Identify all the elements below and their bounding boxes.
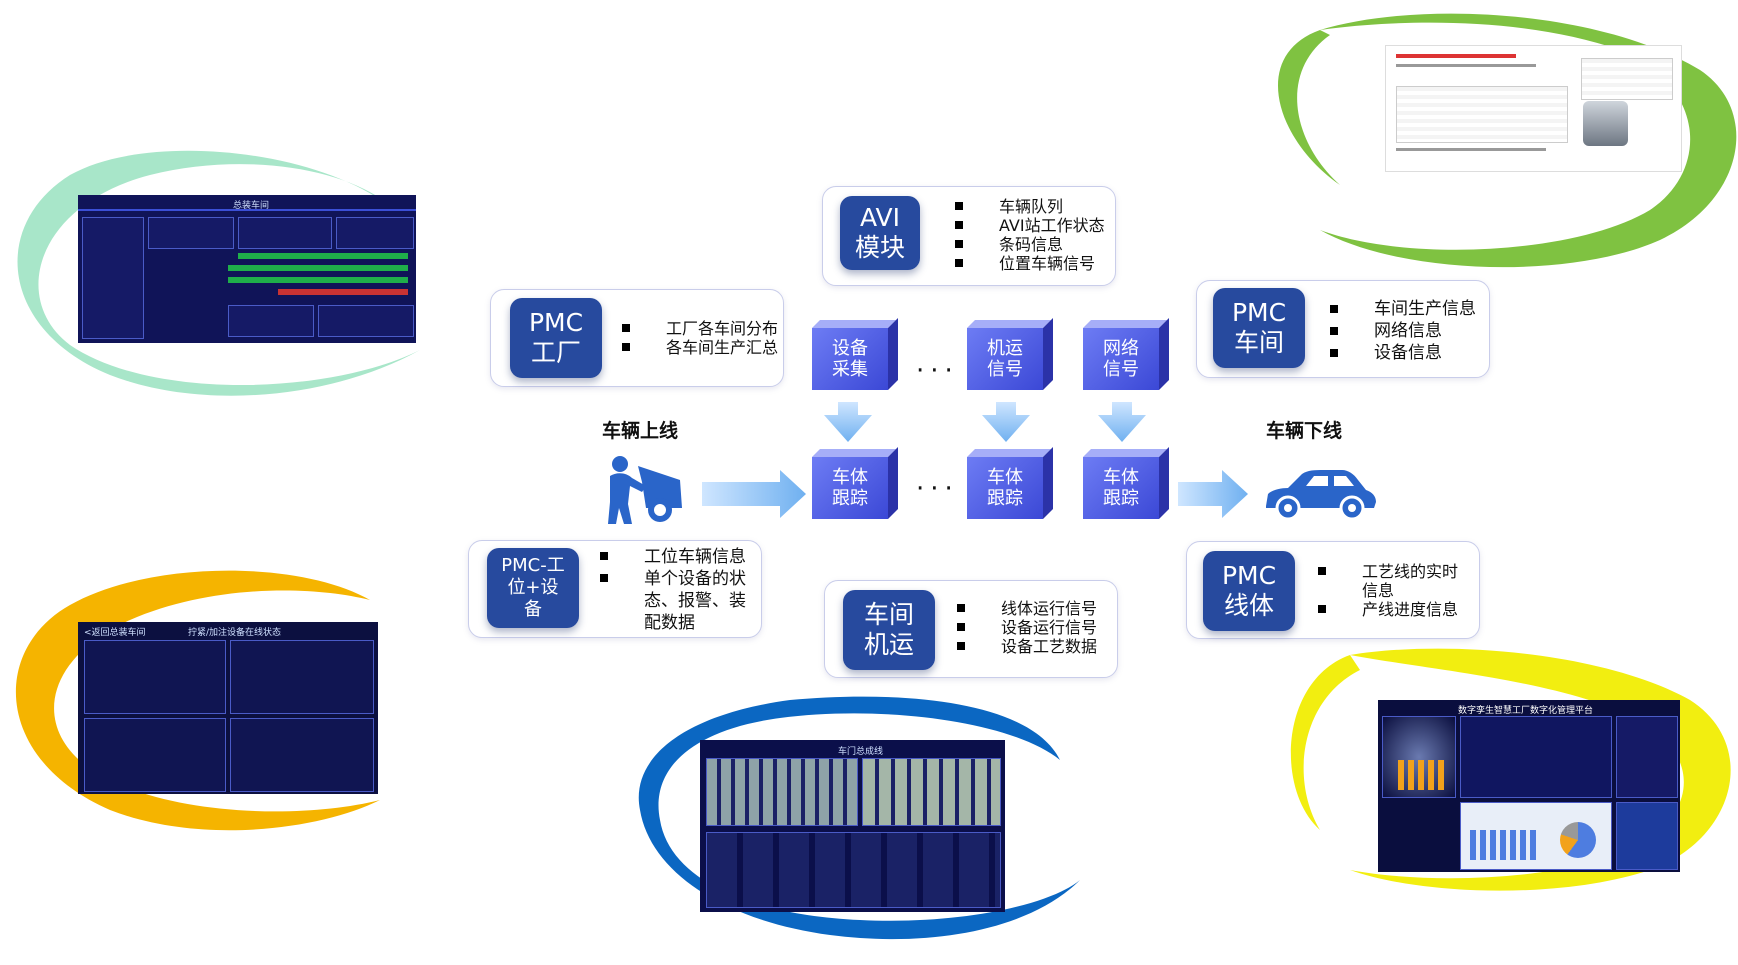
badge-pmc-line: PMC 线体 xyxy=(1203,551,1295,631)
right-arrow-in xyxy=(702,470,806,518)
mechanic-icon xyxy=(608,456,682,524)
screen-title: 总装车间 xyxy=(233,201,270,211)
list-item: 网络信息 xyxy=(1330,320,1476,342)
screen-assembly-workshop: 总装车间 xyxy=(78,195,416,343)
ellipsis-bottom: ··· xyxy=(916,474,959,504)
screen-pie xyxy=(1560,822,1596,858)
screen-door-assembly-line: 车门总成线 xyxy=(700,740,1005,912)
screen-bars xyxy=(1470,830,1540,860)
list-item: 车辆队列 xyxy=(955,197,1105,216)
down-arrow-2 xyxy=(982,402,1030,442)
report-table xyxy=(1581,58,1673,100)
avi-items: 车辆队列 AVI站工作状态 条码信息 位置车辆信号 xyxy=(955,197,1105,273)
cube-equipment-collection: 设备 采集 xyxy=(812,318,898,390)
pmc-workshop-items: 车间生产信息 网络信息 设备信息 xyxy=(1330,298,1476,364)
screen-bars xyxy=(1398,760,1444,790)
cube-body-tracking-3: 车体 跟踪 xyxy=(1083,447,1169,519)
screen-panel xyxy=(148,217,234,249)
badge-title: PMC 工厂 xyxy=(528,308,584,367)
screen-tightening-status: <返回总装车间 拧紧/加注设备在线状态 xyxy=(78,622,378,794)
list-item: 产线进度信息 xyxy=(1318,600,1458,619)
cube-label: 车体 跟踪 xyxy=(812,457,888,519)
screen-panel xyxy=(238,217,332,249)
screen-panel xyxy=(1616,716,1678,798)
badge-title: AVI 模块 xyxy=(854,203,905,262)
screen-line xyxy=(228,265,408,271)
screen-panel xyxy=(82,217,144,339)
report-text xyxy=(1396,148,1546,151)
screen-title: 数字孪生智慧工厂数字化管理平台 xyxy=(1458,706,1594,716)
badge-title: PMC 线体 xyxy=(1221,561,1277,620)
down-arrow-1 xyxy=(824,402,872,442)
cube-label: 车体 跟踪 xyxy=(967,457,1043,519)
badge-pmc-station: PMC-工 位+设 备 xyxy=(487,548,579,628)
pmc-station-items: 工位车辆信息 单个设备的状 态、报警、装 配数据 xyxy=(600,546,746,634)
pmc-line-items: 工艺线的实时 信息 产线进度信息 xyxy=(1318,562,1458,619)
badge-title: 车间 机运 xyxy=(863,600,914,659)
report-text xyxy=(1396,64,1536,67)
ring-top-right xyxy=(1277,13,1737,268)
cube-network-signal: 网络 信号 xyxy=(1083,318,1169,390)
screen-line xyxy=(228,277,408,283)
list-item: 工艺线的实时 信息 xyxy=(1318,562,1458,600)
list-item: 设备信息 xyxy=(1330,342,1476,364)
label-vehicle-offline: 车辆下线 xyxy=(1266,420,1343,442)
cube-label: 车体 跟踪 xyxy=(1083,457,1159,519)
cube-label: 设备 采集 xyxy=(812,328,888,390)
list-item: AVI站工作状态 xyxy=(955,216,1105,235)
screen-title: 拧紧/加注设备在线状态 xyxy=(188,628,282,638)
cube-label: 机运 信号 xyxy=(967,328,1043,390)
list-item: 车间生产信息 xyxy=(1330,298,1476,320)
list-item: 设备运行信号 xyxy=(957,618,1097,637)
screen-line xyxy=(238,253,408,259)
report-text xyxy=(1396,54,1516,58)
screen-panel xyxy=(318,305,414,337)
badge-title: PMC 车间 xyxy=(1231,298,1287,357)
screen-title: 车门总成线 xyxy=(838,747,884,757)
badge-workshop-transport: 车间 机运 xyxy=(843,590,935,670)
screen-back-link[interactable]: <返回总装车间 xyxy=(84,628,146,638)
badge-pmc-workshop: PMC 车间 xyxy=(1213,288,1305,368)
screen-panel xyxy=(862,758,1001,826)
badge-pmc-factory: PMC 工厂 xyxy=(510,298,602,378)
screen-bar xyxy=(78,209,416,211)
screen-panel xyxy=(1616,802,1678,870)
screen-vehicle-report xyxy=(1385,45,1682,172)
badge-avi-module: AVI 模块 xyxy=(840,196,920,270)
list-item: 单个设备的状 态、报警、装 配数据 xyxy=(600,568,746,634)
list-item: 设备工艺数据 xyxy=(957,637,1097,656)
ellipsis-top: ··· xyxy=(916,356,959,386)
screen-panel xyxy=(336,217,414,249)
screen-digital-twin-platform: 数字孪生智慧工厂数字化管理平台 xyxy=(1378,700,1680,872)
screen-panel xyxy=(230,718,374,792)
screen-panel xyxy=(228,305,314,337)
down-arrow-3 xyxy=(1098,402,1146,442)
car-icon xyxy=(1266,470,1376,521)
screen-panel xyxy=(706,832,1001,908)
list-item: 线体运行信号 xyxy=(957,599,1097,618)
screen-panel xyxy=(230,640,374,714)
badge-title: PMC-工 位+设 备 xyxy=(501,555,565,620)
cube-body-tracking-2: 车体 跟踪 xyxy=(967,447,1053,519)
label-vehicle-online: 车辆上线 xyxy=(602,420,679,442)
screen-panel xyxy=(706,758,858,826)
list-item: 工位车辆信息 xyxy=(600,546,746,568)
screen-panel xyxy=(1460,716,1612,798)
right-arrow-out xyxy=(1178,470,1248,518)
truck-image xyxy=(1583,101,1628,146)
cube-label: 网络 信号 xyxy=(1083,328,1159,390)
list-item: 位置车辆信号 xyxy=(955,254,1105,273)
workshop-transport-items: 线体运行信号 设备运行信号 设备工艺数据 xyxy=(957,599,1097,656)
screen-line xyxy=(278,289,408,295)
cube-body-tracking-1: 车体 跟踪 xyxy=(812,447,898,519)
cube-transport-signal: 机运 信号 xyxy=(967,318,1053,390)
list-item: 各车间生产汇总 xyxy=(622,338,778,357)
screen-panel xyxy=(84,718,226,792)
pmc-factory-items: 工厂各车间分布 各车间生产汇总 xyxy=(622,319,778,357)
list-item: 工厂各车间分布 xyxy=(622,319,778,338)
screen-panel xyxy=(84,640,226,714)
list-item: 条码信息 xyxy=(955,235,1105,254)
report-table xyxy=(1396,86,1568,143)
